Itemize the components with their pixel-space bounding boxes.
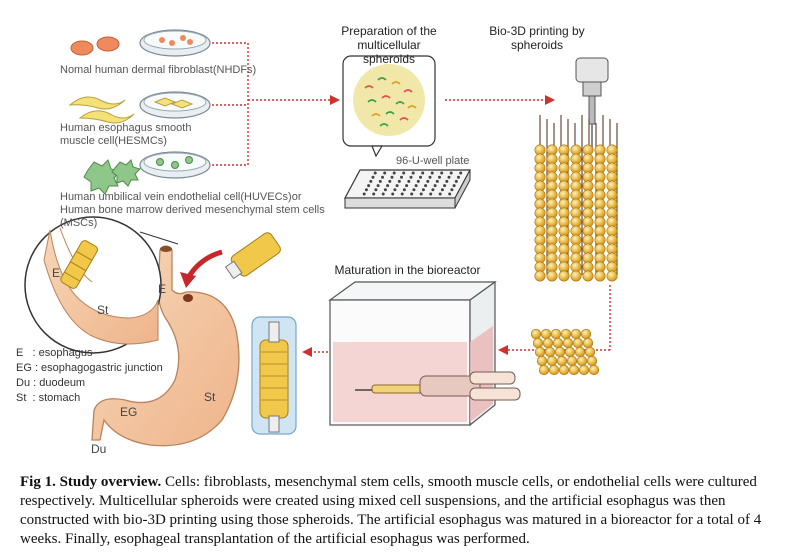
stomach-label-e: E (158, 282, 167, 296)
transplant-arrow (185, 249, 223, 280)
junction-detail-circle (24, 216, 179, 354)
arrowhead-1 (330, 95, 340, 105)
stomach-label-st: St (204, 390, 216, 404)
spheroid-bubble (342, 55, 436, 158)
legend-esophagus: E : esophagus (16, 347, 93, 359)
smooth-muscle-label: Human esophagus smooth muscle cell(HESMC… (60, 122, 192, 147)
culture-dish-3 (139, 151, 211, 179)
culture-dish-2 (139, 91, 211, 119)
printed-spheroid-tower (534, 144, 618, 282)
zoom-label-e: E (52, 266, 61, 280)
endothelial-cells (83, 159, 141, 195)
stomach-label-eg: EG (120, 405, 138, 419)
well-plate (343, 169, 472, 209)
plate-label: 96-U-well plate (396, 155, 470, 167)
legend-stomach: St : stomach (16, 392, 81, 404)
cells-to-preparation-arrow (212, 42, 330, 166)
culture-dish-1 (139, 29, 211, 57)
caption-title: Fig 1. Study overview. (20, 474, 162, 490)
stomach-illustration (91, 245, 240, 447)
figure-caption: Fig 1. Study overview. Cells: fibroblast… (20, 473, 795, 549)
bioreactor (328, 280, 521, 427)
smooth-muscle-cells (68, 96, 135, 124)
printer-nozzle (575, 57, 609, 150)
fibroblast-cells (70, 36, 120, 56)
fibroblast-label: Nomal human dermal fibroblast(NHDFs) (60, 64, 257, 76)
caption-text: Cells: fibroblasts, mesenchymal stem cel… (20, 474, 762, 547)
printing-heading: Bio-3D printing by spheroids (489, 24, 585, 52)
transplant-graft (224, 232, 281, 280)
stomach-label-du: Du (91, 442, 107, 456)
spheroid-block (530, 328, 600, 376)
bioreactor-to-tube-arrow (302, 347, 328, 357)
diagram-graphics (24, 29, 618, 447)
preparation-to-printing-arrow (445, 95, 555, 105)
maturation-heading: Maturation in the bioreactor (334, 263, 481, 277)
matured-esophagus-tube (251, 316, 297, 435)
endothelial-label: Human umbilical vein endothelial cell(HU… (60, 191, 325, 229)
zoom-label-st: St (97, 303, 109, 317)
study-overview-figure: Nomal human dermal fibroblast(NHDFs) Hum… (16, 24, 618, 456)
legend-junction: EG : esophagogastric junction (16, 362, 163, 374)
preparation-heading: Preparation of the multicellular spheroi… (341, 24, 437, 66)
legend-duodenum: Du : duodeum (16, 377, 86, 389)
